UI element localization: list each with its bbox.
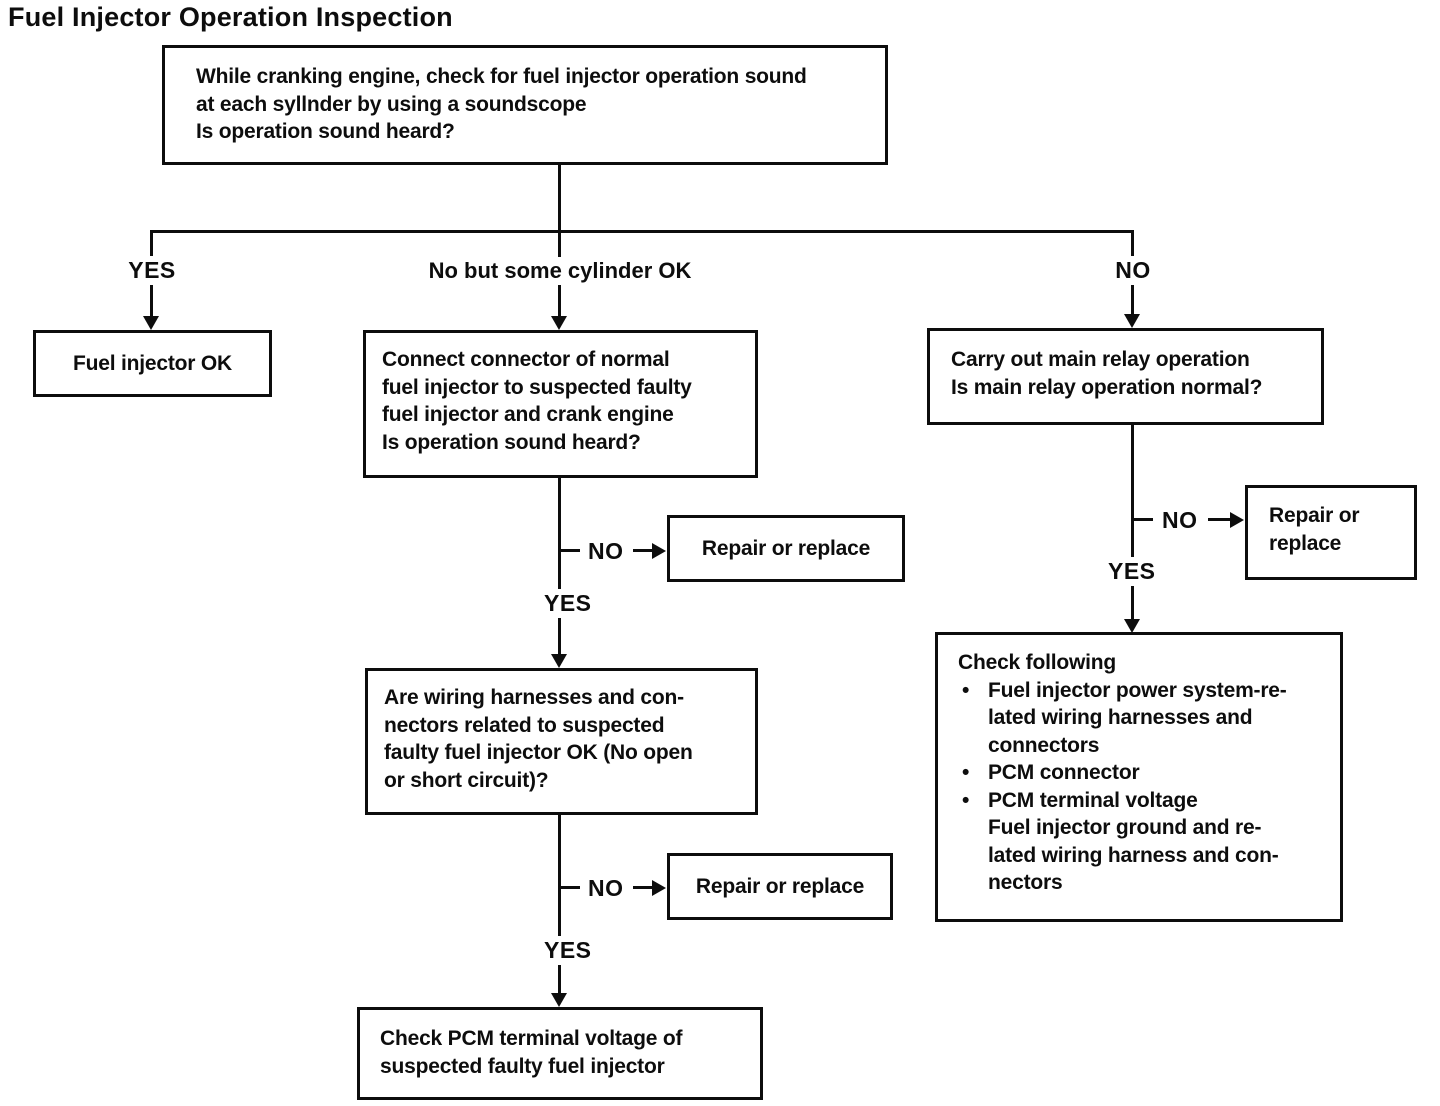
text-line: Is main relay operation normal? (951, 375, 1263, 399)
arrow-right-icon (652, 543, 666, 559)
node-connect-normal-injector: Connect connector of normal fuel injector… (363, 330, 758, 478)
decision-label-yes-3: YES (1104, 557, 1160, 586)
connector-tick (561, 886, 580, 889)
connector-line (1131, 425, 1134, 621)
text-line: Repair or replace (701, 536, 871, 560)
bullet-icon: • (962, 678, 970, 702)
text-line: PCM connector (988, 761, 1140, 784)
text-line: connectors (988, 733, 1100, 757)
text-line: lated wiring harness and con- (988, 843, 1279, 867)
bullet-group: • PCM terminal voltage (958, 787, 1334, 815)
text-line: fuel injector and crank engine (382, 403, 674, 426)
text-line: Fuel injector ground and re- (988, 816, 1262, 839)
node-start: While cranking engine, check for fuel in… (162, 45, 888, 165)
connector-line (558, 165, 561, 232)
text-line: replace (1269, 531, 1342, 555)
connector-line (633, 886, 654, 889)
node-main-relay-check: Carry out main relay operation Is main re… (927, 328, 1324, 425)
branch-label-no-some-cylinder: No but some cylinder OK (406, 257, 714, 285)
arrow-right-icon (1230, 512, 1244, 528)
decision-label-no-2: NO (584, 874, 628, 903)
page-title: Fuel Injector Operation Inspection (8, 2, 453, 32)
branch-label-yes: YES (120, 256, 184, 285)
arrow-down-icon (551, 316, 567, 330)
text-line: Fuel injector OK (73, 351, 232, 375)
decision-label-no-1: NO (584, 537, 628, 566)
node-repair-or-replace-2: Repair or replace (667, 853, 893, 920)
arrow-down-icon (551, 993, 567, 1007)
bullet-group-body: PCM connector (988, 759, 1334, 787)
text-line: Check PCM terminal voltage of (380, 1027, 683, 1050)
node-repair-or-replace-right: Repair or replace (1245, 485, 1417, 580)
bullet-group: • Fuel injector power system-re-lated wir… (958, 677, 1334, 760)
text-line: nectors related to suspected (384, 713, 665, 737)
check-following-heading: Check following (958, 651, 1117, 674)
arrow-down-icon (1124, 619, 1140, 633)
bullet-icon: • (962, 788, 970, 812)
bullet-group-body: PCM terminal voltage (988, 787, 1334, 815)
text-line: PCM terminal voltage (988, 788, 1198, 812)
bullet-group-body: Fuel injector power system-re-lated wiri… (988, 677, 1334, 760)
check-following-list: • Fuel injector power system-re-lated wir… (958, 677, 1334, 897)
bullet-group-body: Fuel injector ground and re-lated wiring… (988, 814, 1334, 897)
bullet-spacer (962, 814, 988, 897)
text-line: suspected faulty fuel injector (380, 1054, 665, 1078)
bullet-group: Fuel injector ground and re-lated wiring… (958, 814, 1334, 897)
arrow-down-icon (551, 654, 567, 668)
text-line: at each syllnder by using a soundscope (196, 92, 587, 116)
decision-label-yes-2: YES (540, 936, 596, 965)
connector-line (1208, 518, 1232, 521)
arrow-right-icon (652, 880, 666, 896)
decision-label-no-3: NO (1158, 506, 1202, 535)
text-line: faulty fuel injector OK (No open (384, 741, 693, 764)
text-line: Is operation sound heard? (196, 120, 455, 143)
text-line: fuel injector to suspected faulty (382, 375, 692, 399)
connector-line (558, 478, 561, 656)
arrow-down-icon (143, 316, 159, 330)
text-line: Carry out main relay operation (951, 348, 1250, 371)
node-wiring-harness-check: Are wiring harnesses and con-nectors rel… (365, 668, 758, 815)
bullet-icon: • (962, 761, 970, 784)
text-line: or short circuit)? (384, 768, 549, 792)
node-check-pcm-voltage: Check PCM terminal voltage of suspected f… (357, 1007, 763, 1100)
text-line: Repair or replace (695, 874, 865, 898)
decision-label-yes-1: YES (540, 589, 596, 618)
node-fuel-injector-ok: Fuel injector OK (33, 330, 272, 397)
node-repair-or-replace-1: Repair or replace (667, 515, 905, 582)
connector-line (633, 549, 654, 552)
connector-tick (561, 549, 580, 552)
connector-line (558, 815, 561, 995)
arrow-down-icon (1124, 314, 1140, 328)
text-line: Fuel injector power system-re- (988, 678, 1287, 702)
text-line: Are wiring harnesses and con- (384, 686, 684, 709)
text-line: Connect connector of normal (382, 348, 670, 371)
text-line: Is operation sound heard? (382, 430, 641, 454)
node-check-following: Check following • Fuel injector power sys… (935, 632, 1343, 922)
connector-line (150, 230, 1134, 233)
bullet-group: • PCM connector (958, 759, 1334, 787)
text-line: nectors (988, 871, 1063, 894)
text-line: lated wiring harnesses and (988, 706, 1253, 729)
connector-tick (1134, 518, 1153, 521)
text-line: Repair or (1269, 504, 1360, 527)
text-line: While cranking engine, check for fuel in… (196, 65, 807, 88)
branch-label-no: NO (1101, 256, 1165, 285)
